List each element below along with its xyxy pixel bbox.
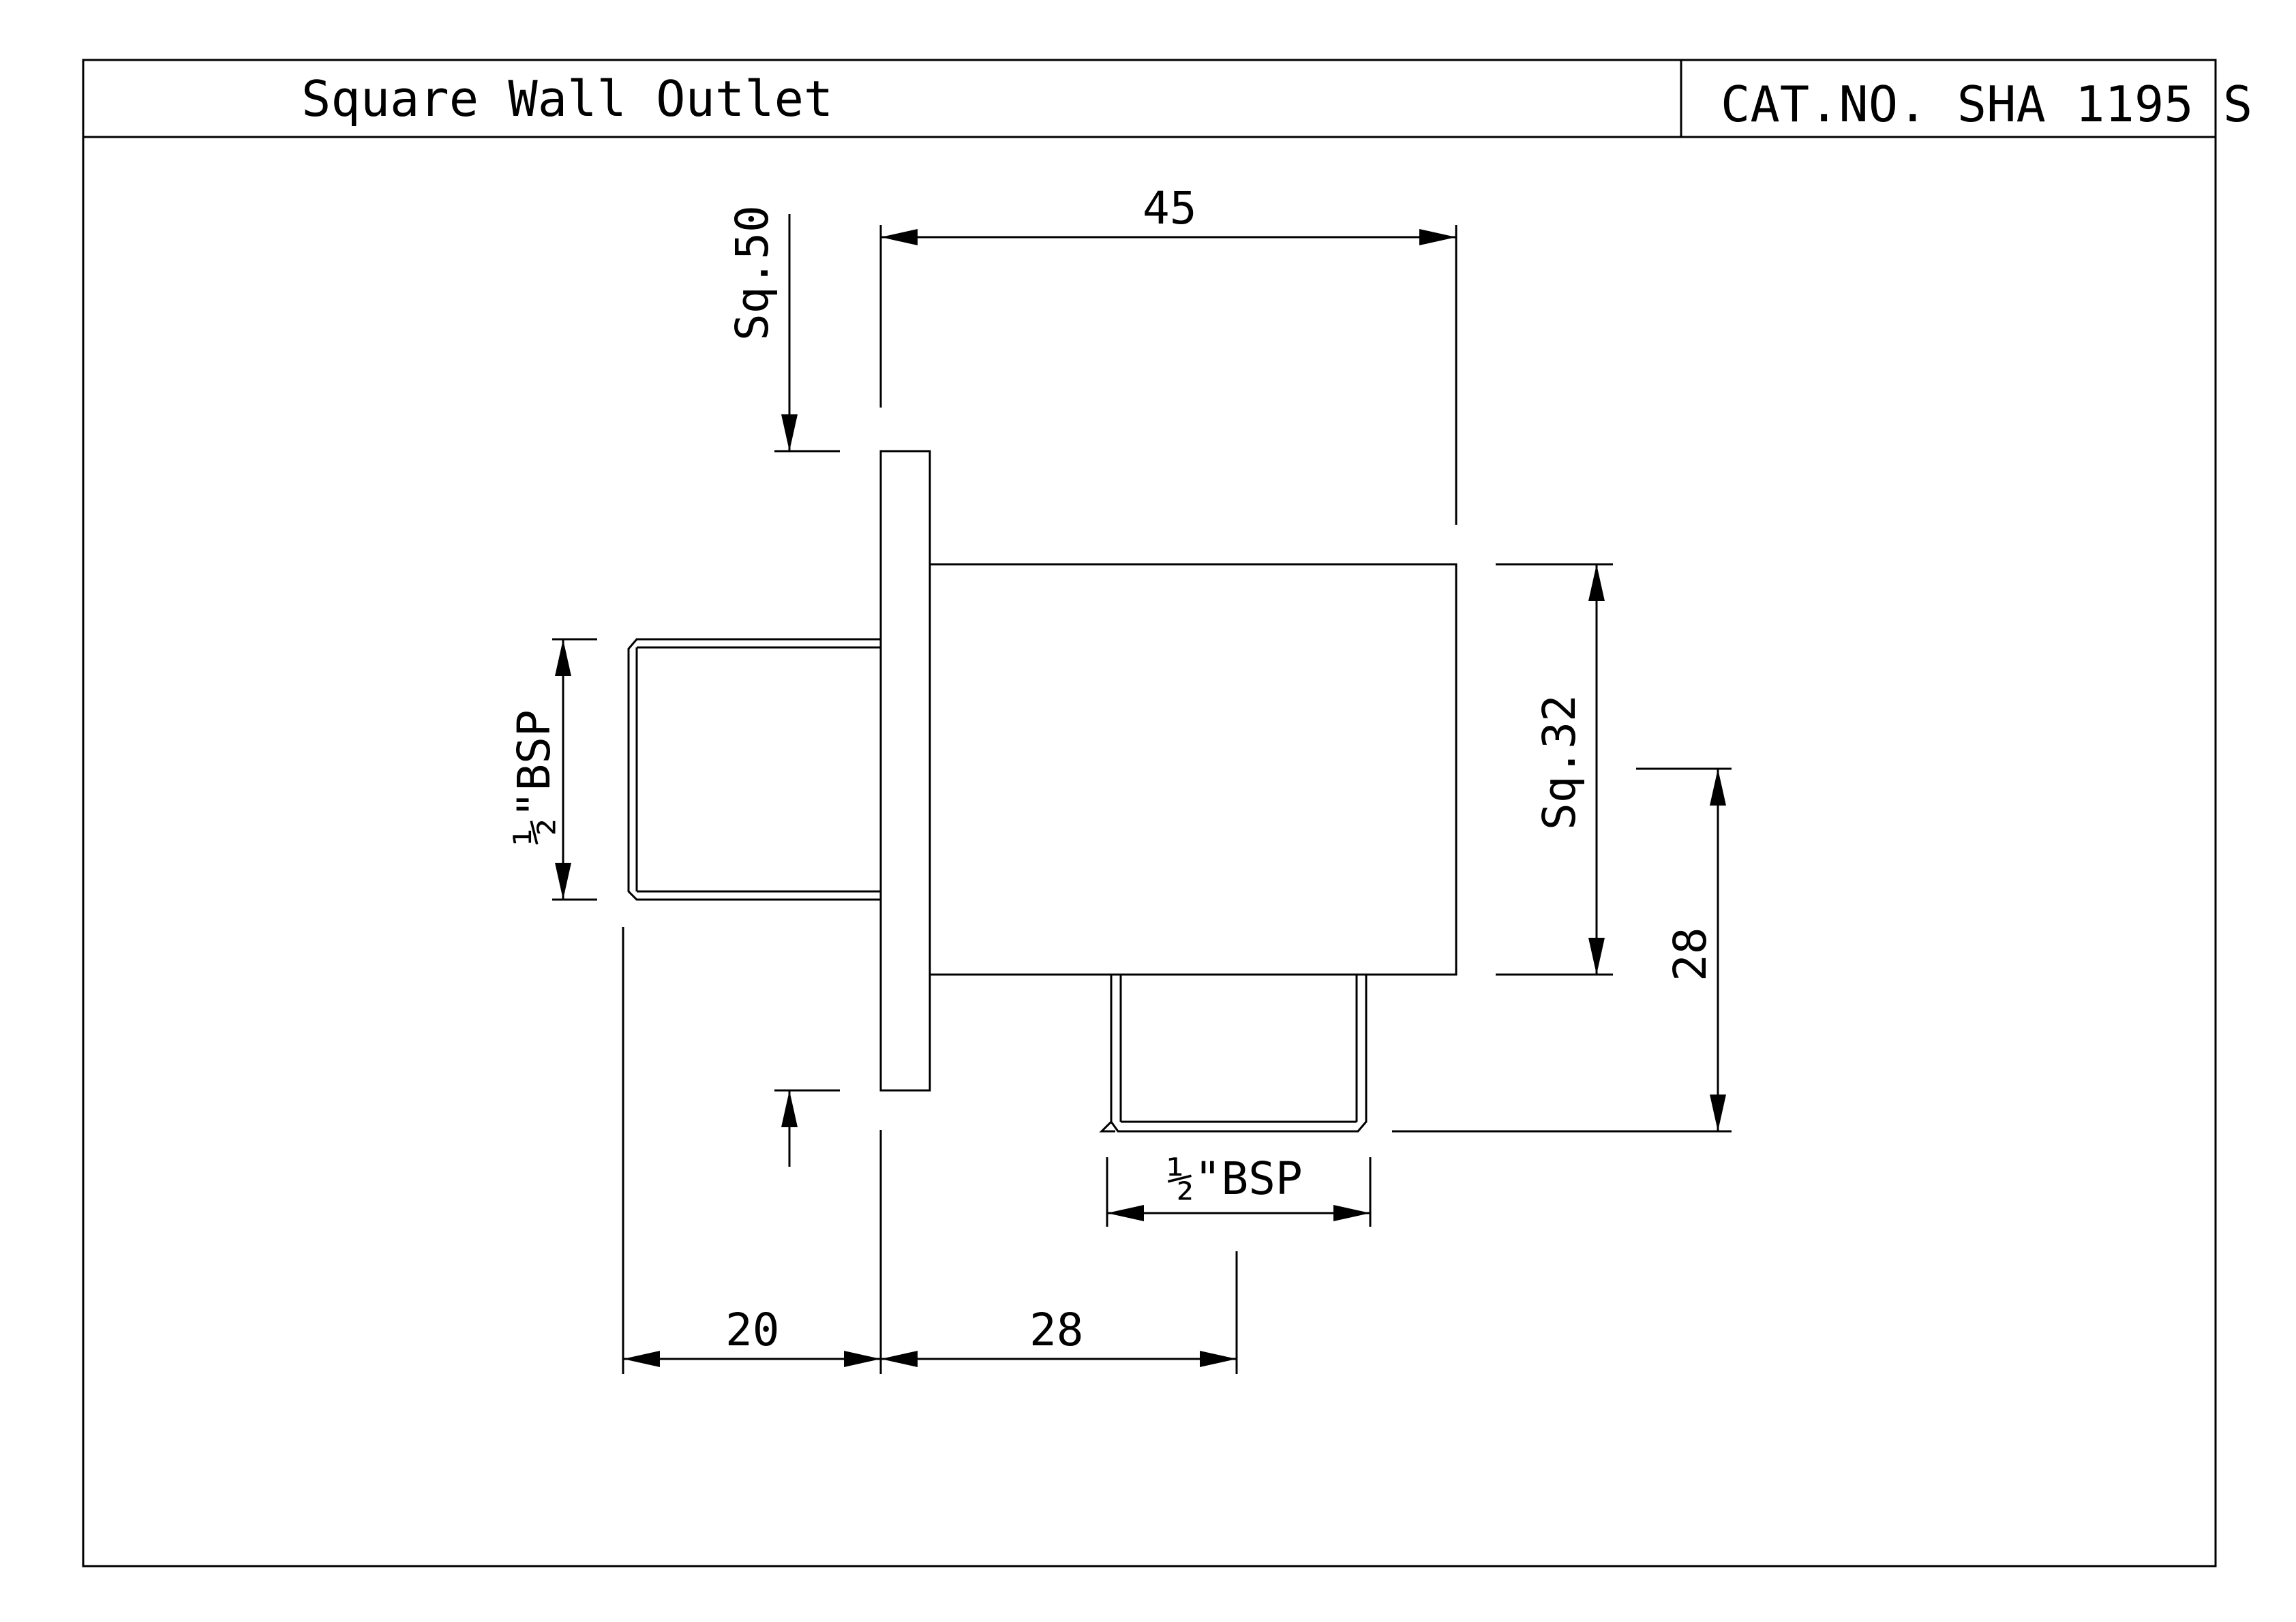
arrow-head: [555, 863, 571, 900]
drawing-title: Square Wall Outlet: [301, 70, 833, 127]
dim-flange-sq50: Sq.50: [726, 205, 840, 1167]
dim-label-outlet-bsp: ½"BSP: [1167, 1152, 1303, 1205]
arrow-head: [1419, 229, 1456, 245]
arrow-head: [623, 1351, 660, 1367]
arrow-head: [1710, 1095, 1726, 1131]
drawing-border: [82, 59, 2217, 1567]
dim-outlet-offset-28: 28: [1392, 767, 1732, 1133]
title-block: Square Wall Outlet CAT.NO. SHA 1195 S: [82, 59, 2252, 1567]
arrow-head: [555, 639, 571, 676]
arrow-head: [781, 1090, 798, 1127]
dim-outlet-thread: ½"BSP: [1106, 1152, 1372, 1227]
arrow-head: [1333, 1205, 1370, 1221]
arrow-head: [781, 414, 798, 451]
inlet-thread: [627, 638, 881, 901]
arrow-head: [1710, 769, 1726, 806]
arrow-head: [881, 1351, 918, 1367]
dim-label-45: 45: [1143, 182, 1196, 234]
dim-outlet-position-28: 28: [881, 1251, 1238, 1374]
wall-flange: [879, 450, 931, 1092]
arrow-head: [844, 1351, 881, 1367]
arrow-head: [1588, 938, 1605, 975]
arrow-head: [1107, 1205, 1144, 1221]
dim-label-sq50: Sq.50: [726, 205, 779, 341]
square-body: [928, 563, 1457, 976]
part-outline: [627, 450, 1457, 1133]
arrow-head: [1200, 1351, 1237, 1367]
dim-body-sq32: Sq.32: [1496, 563, 1613, 976]
dim-inlet-length-20: 20: [622, 927, 882, 1374]
dim-label-inlet-bsp: ½"BSP: [508, 709, 560, 845]
dim-label-28-horizontal: 28: [1029, 1304, 1083, 1356]
dim-label-28-vertical: 28: [1664, 928, 1717, 981]
dim-inlet-thread: ½"BSP: [508, 638, 597, 901]
dim-label-20: 20: [725, 1304, 779, 1356]
catalogue-number: CAT.NO. SHA 1195 S: [1721, 76, 2252, 133]
arrow-head: [881, 229, 918, 245]
arrow-head: [1588, 564, 1605, 601]
outlet-thread: [1099, 975, 1368, 1133]
dim-length-45: 45: [879, 182, 1457, 525]
dim-label-sq32: Sq.32: [1533, 694, 1586, 830]
